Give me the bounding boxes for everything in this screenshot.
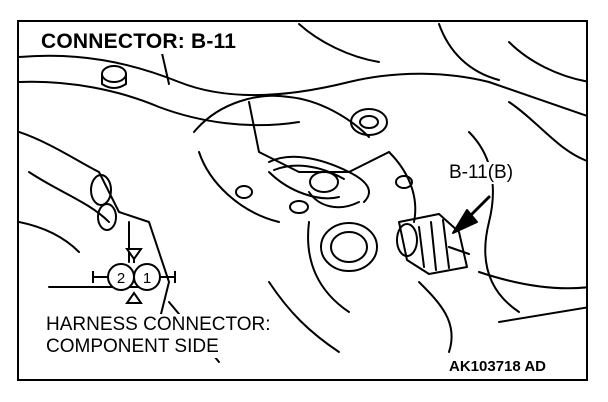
engine-line-art [19, 23, 586, 363]
connector-title: CONNECTOR: B-11 [39, 30, 241, 54]
pin-1-label: 1 [143, 270, 151, 287]
caption-line-1: HARNESS CONNECTOR: [44, 314, 273, 336]
caption-line-2: COMPONENT SIDE [44, 336, 221, 358]
figure-id: AK103718 AD [447, 358, 548, 376]
connector-key-top [125, 248, 143, 261]
pin-layout-diagram: 2 1 [92, 248, 176, 304]
diagram-frame: CONNECTOR: B-11 B-11(B) 2 1 HARNESS CONN… [17, 20, 588, 381]
harness-connector-caption: HARNESS CONNECTOR: COMPONENT SIDE [44, 314, 273, 358]
pin-1-circle [133, 263, 161, 291]
pin-2-label: 2 [117, 270, 125, 287]
connector-callout-label: B-11(B) [447, 162, 516, 184]
connector-key-bottom [125, 291, 143, 304]
